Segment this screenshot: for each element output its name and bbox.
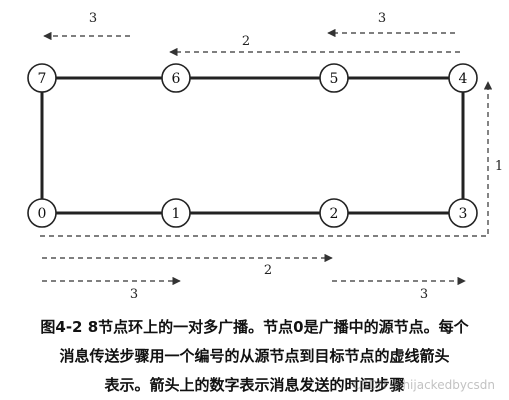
node-circle [27,198,57,228]
node-4: 4 [448,63,478,93]
label-top-left: 3 [89,11,97,26]
ring-nodes: 0 1 2 3 4 5 6 7 [27,63,478,228]
node-label: 2 [330,206,339,222]
node-label: 7 [38,71,47,87]
arrow-right-vertical [40,81,493,237]
node-label: 1 [172,206,181,222]
node-circle [448,198,478,228]
node-circle [448,63,478,93]
caption-line-1: 图4-2 8节点环上的一对多广播。节点0是广播中的源节点。每个 [40,318,469,336]
label-bottom-long: 2 [264,263,272,278]
node-3: 3 [448,198,478,228]
node-1: 1 [161,198,191,228]
node-label: 6 [172,71,181,87]
ring-diagram: 3 3 2 1 2 3 3 0 1 2 3 4 5 6 7 [27,11,503,300]
node-5: 5 [319,63,349,93]
node-label: 4 [459,71,468,87]
label-top-long: 2 [242,34,250,49]
label-top-right: 3 [378,11,386,26]
caption-line-3: 表示。箭头上的数字表示消息发送的时间步骤 [104,376,405,394]
node-6: 6 [161,63,191,93]
node-label: 3 [459,206,468,222]
caption-line-2: 消息传送步骤用一个编号的从源节点到目标节点的虚线箭头 [59,347,450,365]
node-2: 2 [319,198,349,228]
message-arrows [40,28,493,286]
node-circle [319,63,349,93]
ring-edges [40,76,465,215]
node-label: 5 [330,71,339,87]
node-0: 0 [27,198,57,228]
label-bottom-left: 3 [130,287,138,300]
watermark: CSDN @hijackedbycsdn [352,378,495,392]
node-circle [161,198,191,228]
node-circle [319,198,349,228]
label-bottom-right: 3 [420,287,428,300]
node-7: 7 [27,63,57,93]
node-circle [27,63,57,93]
label-right-vertical: 1 [495,159,503,174]
node-circle [161,63,191,93]
node-label: 0 [38,206,47,222]
